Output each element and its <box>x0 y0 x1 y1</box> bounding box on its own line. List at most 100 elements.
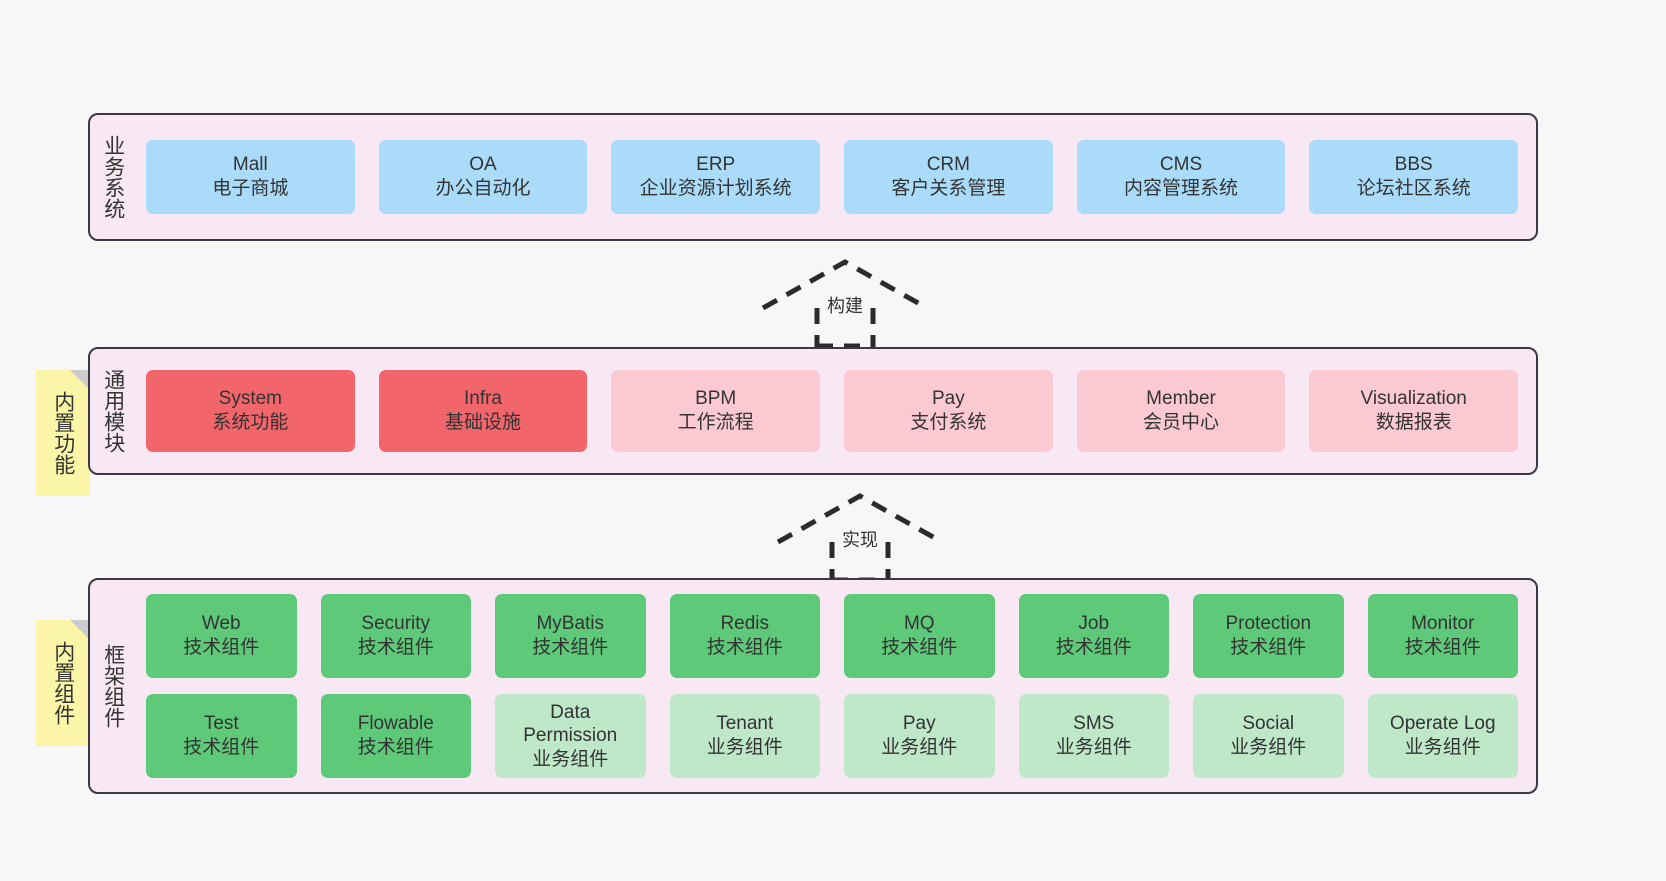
arrow-implement-shaft <box>829 542 891 583</box>
card-member[interactable]: Member 会员中心 <box>1076 370 1286 452</box>
card-web[interactable]: Web 技术组件 <box>146 594 297 678</box>
framework-card-row-business: Test 技术组件 Flowable 技术组件 Data Permission … <box>146 694 1518 778</box>
card-bbs[interactable]: BBS 论坛社区系统 <box>1309 140 1519 214</box>
sticky-note-builtin-components-label: 内置组件 <box>51 641 75 725</box>
card-bbs-name: BBS <box>1394 153 1433 175</box>
card-operate-log-name: Operate Log <box>1389 712 1496 734</box>
card-redis-name: Redis <box>720 612 770 634</box>
card-protection[interactable]: Protection 技术组件 <box>1193 594 1344 678</box>
card-web-desc: 技术组件 <box>183 637 260 658</box>
card-erp-desc: 企业资源计划系统 <box>639 178 792 199</box>
card-mybatis-name: MyBatis <box>536 612 605 634</box>
card-job[interactable]: Job 技术组件 <box>1018 594 1169 678</box>
sticky-fold-corner-icon <box>70 370 90 390</box>
layer-title-modules: 通用模块 <box>101 369 125 453</box>
card-social-desc: 业务组件 <box>1230 737 1307 758</box>
card-bpm[interactable]: BPM 工作流程 <box>611 370 821 452</box>
card-social-name: Social <box>1242 712 1295 734</box>
card-oa-name: OA <box>469 153 497 175</box>
card-flowable[interactable]: Flowable 技术组件 <box>320 694 471 778</box>
card-mall[interactable]: Mall 电子商城 <box>146 140 355 214</box>
card-crm-desc: 客户关系管理 <box>891 178 1006 199</box>
layer-title-framework: 框架组件 <box>101 644 125 728</box>
card-test[interactable]: Test 技术组件 <box>146 694 297 778</box>
card-pay-module-name: Pay <box>931 387 965 409</box>
card-system-name: System <box>218 387 283 409</box>
business-card-row: Mall 电子商城 OA 办公自动化 ERP 企业资源计划系统 CRM 客户关系… <box>146 140 1519 214</box>
card-mybatis-desc: 技术组件 <box>532 637 609 658</box>
card-visualization-desc: 数据报表 <box>1375 412 1452 433</box>
card-social[interactable]: Social 业务组件 <box>1193 694 1344 778</box>
card-monitor[interactable]: Monitor 技术组件 <box>1367 594 1518 678</box>
card-monitor-desc: 技术组件 <box>1404 637 1481 658</box>
modules-card-grid: System 系统功能 Infra 基础设施 BPM 工作流程 Pay 支付系统… <box>136 349 1536 473</box>
card-visualization[interactable]: Visualization 数据报表 <box>1309 370 1519 452</box>
card-flowable-name: Flowable <box>357 712 434 734</box>
card-sms[interactable]: SMS 业务组件 <box>1018 694 1169 778</box>
modules-card-row: System 系统功能 Infra 基础设施 BPM 工作流程 Pay 支付系统… <box>146 370 1519 452</box>
card-redis-desc: 技术组件 <box>706 637 783 658</box>
card-infra-name: Infra <box>463 387 503 409</box>
card-tenant-desc: 业务组件 <box>706 737 783 758</box>
card-pay-component-desc: 业务组件 <box>881 737 958 758</box>
card-system-desc: 系统功能 <box>212 412 289 433</box>
framework-card-grid: Web 技术组件 Security 技术组件 MyBatis 技术组件 Redi… <box>136 580 1536 792</box>
card-infra[interactable]: Infra 基础设施 <box>378 370 588 452</box>
card-tenant-name: Tenant <box>716 712 774 734</box>
framework-card-row-tech: Web 技术组件 Security 技术组件 MyBatis 技术组件 Redi… <box>146 594 1518 678</box>
card-oa[interactable]: OA 办公自动化 <box>378 140 588 214</box>
card-mybatis[interactable]: MyBatis 技术组件 <box>495 594 646 678</box>
card-bpm-desc: 工作流程 <box>677 412 754 433</box>
arrow-build-shaft <box>814 308 876 349</box>
card-flowable-desc: 技术组件 <box>357 737 434 758</box>
card-security[interactable]: Security 技术组件 <box>320 594 471 678</box>
arrow-implement: 实现 <box>770 492 950 583</box>
arrow-build-head <box>761 259 929 311</box>
card-data-permission[interactable]: Data Permission 业务组件 <box>495 694 646 778</box>
card-mq[interactable]: MQ 技术组件 <box>844 594 995 678</box>
business-card-grid: Mall 电子商城 OA 办公自动化 ERP 企业资源计划系统 CRM 客户关系… <box>136 115 1536 239</box>
card-erp-name: ERP <box>696 153 736 175</box>
card-sms-desc: 业务组件 <box>1055 737 1132 758</box>
card-member-desc: 会员中心 <box>1143 412 1220 433</box>
card-pay-module[interactable]: Pay 支付系统 <box>844 370 1053 452</box>
card-web-name: Web <box>201 612 241 634</box>
card-infra-desc: 基础设施 <box>445 412 522 433</box>
card-data-permission-desc: 业务组件 <box>532 748 609 770</box>
arrow-implement-head <box>776 493 944 545</box>
card-cms[interactable]: CMS 内容管理系统 <box>1076 140 1286 214</box>
card-data-permission-name: Data <box>550 702 591 724</box>
card-mq-name: MQ <box>903 612 935 634</box>
card-data-permission-name2: Permission <box>523 725 618 747</box>
sticky-note-builtin-features: 内置功能 <box>36 370 90 496</box>
card-operate-log-desc: 业务组件 <box>1404 737 1481 758</box>
arrow-build: 构建 <box>755 258 935 349</box>
card-pay-module-desc: 支付系统 <box>910 412 987 433</box>
card-mall-desc: 电子商城 <box>212 178 289 199</box>
card-protection-name: Protection <box>1225 612 1312 634</box>
card-operate-log[interactable]: Operate Log 业务组件 <box>1367 694 1518 778</box>
card-member-name: Member <box>1146 387 1216 409</box>
card-job-name: Job <box>1078 612 1110 634</box>
card-mall-name: Mall <box>232 153 268 175</box>
card-test-name: Test <box>203 712 239 734</box>
card-pay-component[interactable]: Pay 业务组件 <box>844 694 995 778</box>
card-job-desc: 技术组件 <box>1055 637 1132 658</box>
card-erp[interactable]: ERP 企业资源计划系统 <box>611 140 821 214</box>
card-redis[interactable]: Redis 技术组件 <box>669 594 820 678</box>
card-mq-desc: 技术组件 <box>881 637 958 658</box>
card-cms-desc: 内容管理系统 <box>1124 178 1239 199</box>
card-crm[interactable]: CRM 客户关系管理 <box>844 140 1053 214</box>
card-bpm-name: BPM <box>695 387 737 409</box>
card-bbs-desc: 论坛社区系统 <box>1356 178 1471 199</box>
card-monitor-name: Monitor <box>1411 612 1475 634</box>
card-tenant[interactable]: Tenant 业务组件 <box>669 694 820 778</box>
card-security-name: Security <box>361 612 431 634</box>
sticky-fold-corner-icon <box>70 620 90 640</box>
layer-title-business: 业务系统 <box>101 135 125 219</box>
card-sms-name: SMS <box>1073 712 1115 734</box>
sticky-note-builtin-components: 内置组件 <box>36 620 90 746</box>
card-pay-component-name: Pay <box>902 712 936 734</box>
card-system[interactable]: System 系统功能 <box>146 370 355 452</box>
